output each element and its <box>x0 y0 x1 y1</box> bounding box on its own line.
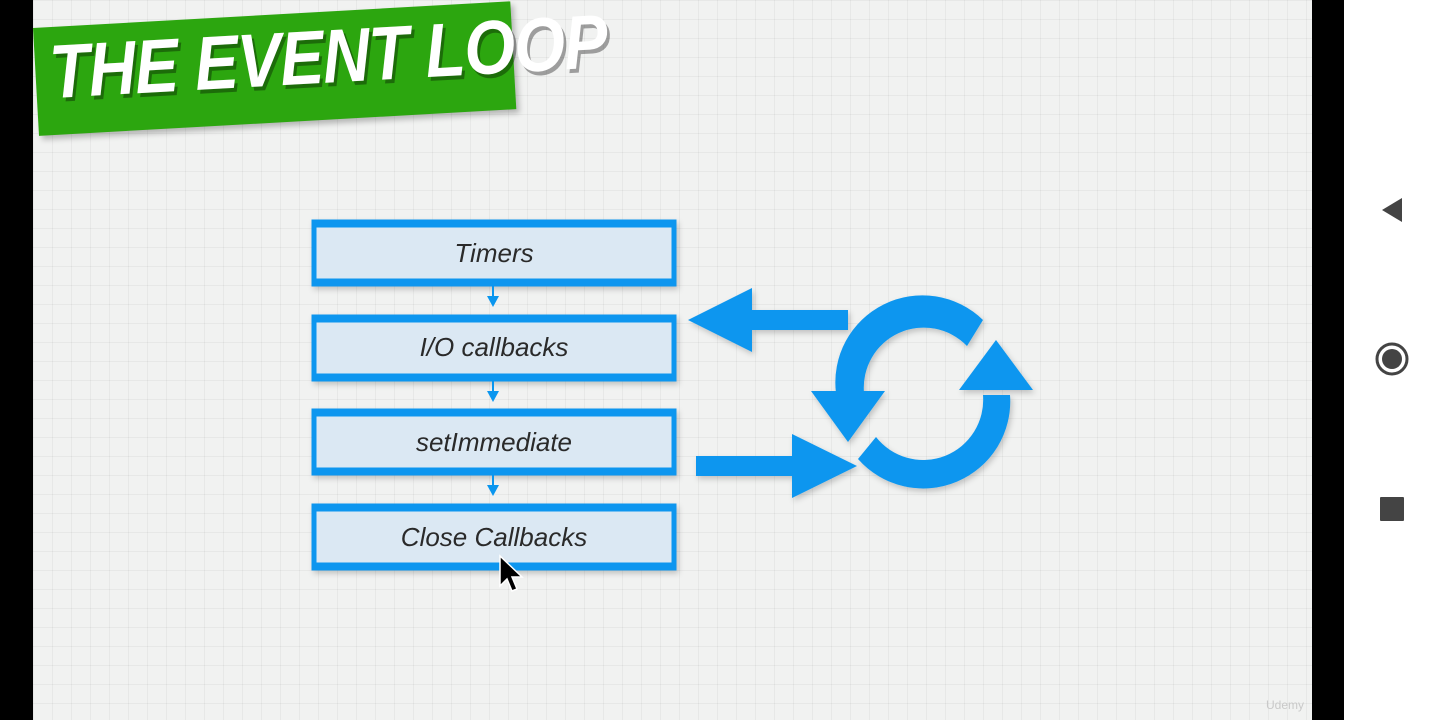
cursor-icon <box>499 554 524 592</box>
connector-arrow-2 <box>487 380 499 402</box>
watermark: Udemy <box>1265 698 1304 712</box>
home-icon <box>1375 342 1409 376</box>
connector-arrow-1 <box>487 285 499 307</box>
phase-box-timers <box>311 219 677 287</box>
phase-label-close-callbacks: Close Callbacks <box>401 522 587 552</box>
system-nav-bar <box>1344 0 1440 720</box>
arrow-right-icon <box>696 434 857 498</box>
connector-arrow-3 <box>487 474 499 496</box>
event-loop-diagram: Timers I/O callbacks setImmediate Close … <box>311 219 1033 592</box>
phase-box-setimmediate <box>311 408 677 476</box>
back-icon <box>1382 198 1402 222</box>
recents-button[interactable] <box>1374 491 1410 527</box>
slide: THE EVENT LOOP Timers I/O callbacks setI… <box>33 0 1312 720</box>
home-button[interactable] <box>1374 341 1410 377</box>
phase-box-close-callbacks <box>311 503 677 571</box>
phase-label-setimmediate: setImmediate <box>416 427 572 457</box>
recents-icon <box>1380 497 1404 521</box>
back-button[interactable] <box>1374 192 1410 228</box>
phase-box-io-callbacks <box>311 314 677 382</box>
phase-label-io-callbacks: I/O callbacks <box>420 332 569 362</box>
video-letterbox <box>1312 0 1344 720</box>
arrow-left-icon <box>688 288 848 352</box>
loop-refresh-icon <box>811 295 1033 489</box>
phase-label-timers: Timers <box>454 238 533 268</box>
